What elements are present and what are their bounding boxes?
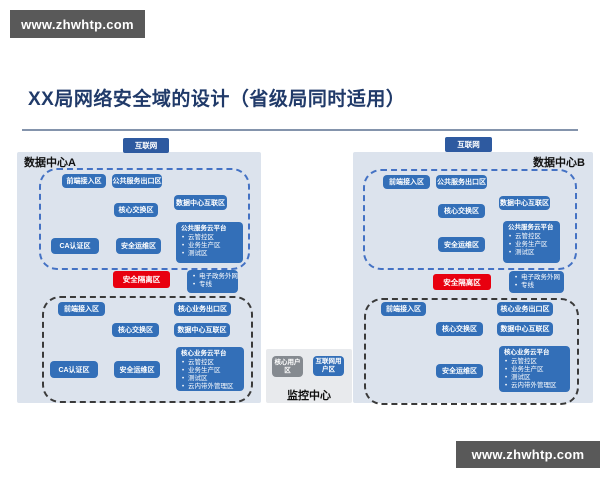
isolation-zone-box: 安全隔离区: [433, 274, 491, 290]
monitoring-center-label: 监控中心: [287, 390, 331, 402]
cloud-platform-box: 公共服务云平台云管控区业务生产区测试区: [503, 221, 560, 263]
internet-user-zone-box: 互联网用户区: [313, 356, 344, 376]
internet-label: 互联网: [123, 138, 169, 153]
page-title: XX局网络安全域的设计（省级局同时适用）: [28, 89, 406, 110]
list-item: 专线: [514, 282, 561, 290]
zone-box: 核心交换区: [438, 204, 485, 218]
zone-box: 安全运维区: [114, 361, 160, 378]
datacenter-label: 数据中心A: [24, 157, 76, 169]
cloud-platform-box: 核心业务云平台云管控区业务生产区测试区云内带外管理区: [499, 346, 570, 392]
zone-box: 公共服务出口区: [436, 175, 487, 189]
zone-box: 前端接入区: [381, 302, 426, 316]
core-user-zone-box: 核心用户区: [272, 356, 303, 377]
cloud-platform-title: 公共服务云平台: [181, 225, 227, 232]
zone-box: CA认证区: [51, 238, 99, 254]
list-item: 测试区: [504, 374, 567, 382]
zone-box: 安全运维区: [438, 237, 485, 252]
list-item: 业务生产区: [504, 366, 567, 374]
watermark-bottom-right: www.zhwhtp.com: [456, 441, 600, 468]
zone-box: 数据中心互联区: [497, 322, 553, 336]
public-service-zone-outline: [363, 169, 577, 270]
zone-box: 核心业务出口区: [174, 302, 231, 316]
zone-box: 公共服务出口区: [112, 174, 162, 188]
datacenter-a: 数据中心A互联网前端接入区公共服务出口区核心交换区数据中心互联区公共服务云平台云…: [17, 138, 261, 403]
cloud-platform-title: 核心业务云平台: [181, 350, 227, 357]
egov-network-box: 电子政务外网专线: [187, 270, 238, 293]
zone-box: 前端接入区: [383, 175, 430, 189]
zone-box: 核心交换区: [114, 203, 158, 217]
list-item: 业务生产区: [508, 241, 557, 249]
datacenter-label: 数据中心B: [533, 157, 585, 169]
list-item: 电子政务外网: [192, 273, 238, 281]
list-item: 专线: [192, 281, 235, 289]
cloud-platform-title: 公共服务云平台: [508, 224, 554, 231]
title-divider: [22, 129, 578, 131]
internet-label: 互联网: [445, 137, 492, 152]
list-item: 电子政务外网: [514, 274, 561, 282]
list-item: 云管控区: [504, 358, 567, 366]
zone-box: 核心业务出口区: [497, 302, 553, 316]
list-item: 业务生产区: [181, 242, 240, 250]
public-service-zone-outline: [39, 168, 250, 270]
datacenter-b: 数据中心B互联网前端接入区公共服务出口区核心交换区数据中心互联区公共服务云平台云…: [353, 137, 593, 405]
list-item: 云管控区: [181, 359, 241, 367]
zone-box: 前端接入区: [58, 302, 105, 316]
zone-box: 核心交换区: [112, 323, 159, 337]
zone-box: 前端接入区: [62, 174, 106, 188]
list-item: 业务生产区: [181, 367, 241, 375]
list-item: 云管控区: [181, 234, 240, 242]
cloud-platform-box: 核心业务云平台云管控区业务生产区测试区云内带外管理区: [176, 347, 244, 391]
zone-box: 数据中心互联区: [174, 195, 227, 210]
zone-box: CA认证区: [50, 361, 98, 378]
monitoring-center: 核心用户区互联网用户区监控中心: [266, 349, 352, 403]
egov-network-box: 电子政务外网专线: [509, 271, 564, 293]
list-item: 测试区: [181, 250, 240, 258]
core-business-zone-outline: [364, 298, 579, 405]
list-item: 云内带外管理区: [181, 383, 241, 391]
zone-box: 安全运维区: [116, 238, 161, 254]
list-item: 云管控区: [508, 233, 557, 241]
isolation-zone-box: 安全隔离区: [113, 271, 170, 288]
zone-box: 数据中心互联区: [499, 196, 550, 210]
core-business-zone-outline: [42, 296, 253, 403]
list-item: 测试区: [181, 375, 241, 383]
watermark-top-left: www.zhwhtp.com: [10, 10, 145, 38]
zone-box: 数据中心互联区: [174, 323, 230, 337]
list-item: 测试区: [508, 249, 557, 257]
cloud-platform-title: 核心业务云平台: [504, 349, 550, 356]
cloud-platform-box: 公共服务云平台云管控区业务生产区测试区: [176, 222, 243, 263]
list-item: 云内带外管理区: [504, 382, 567, 390]
zone-box: 核心交换区: [436, 322, 483, 336]
zone-box: 安全运维区: [436, 364, 483, 378]
